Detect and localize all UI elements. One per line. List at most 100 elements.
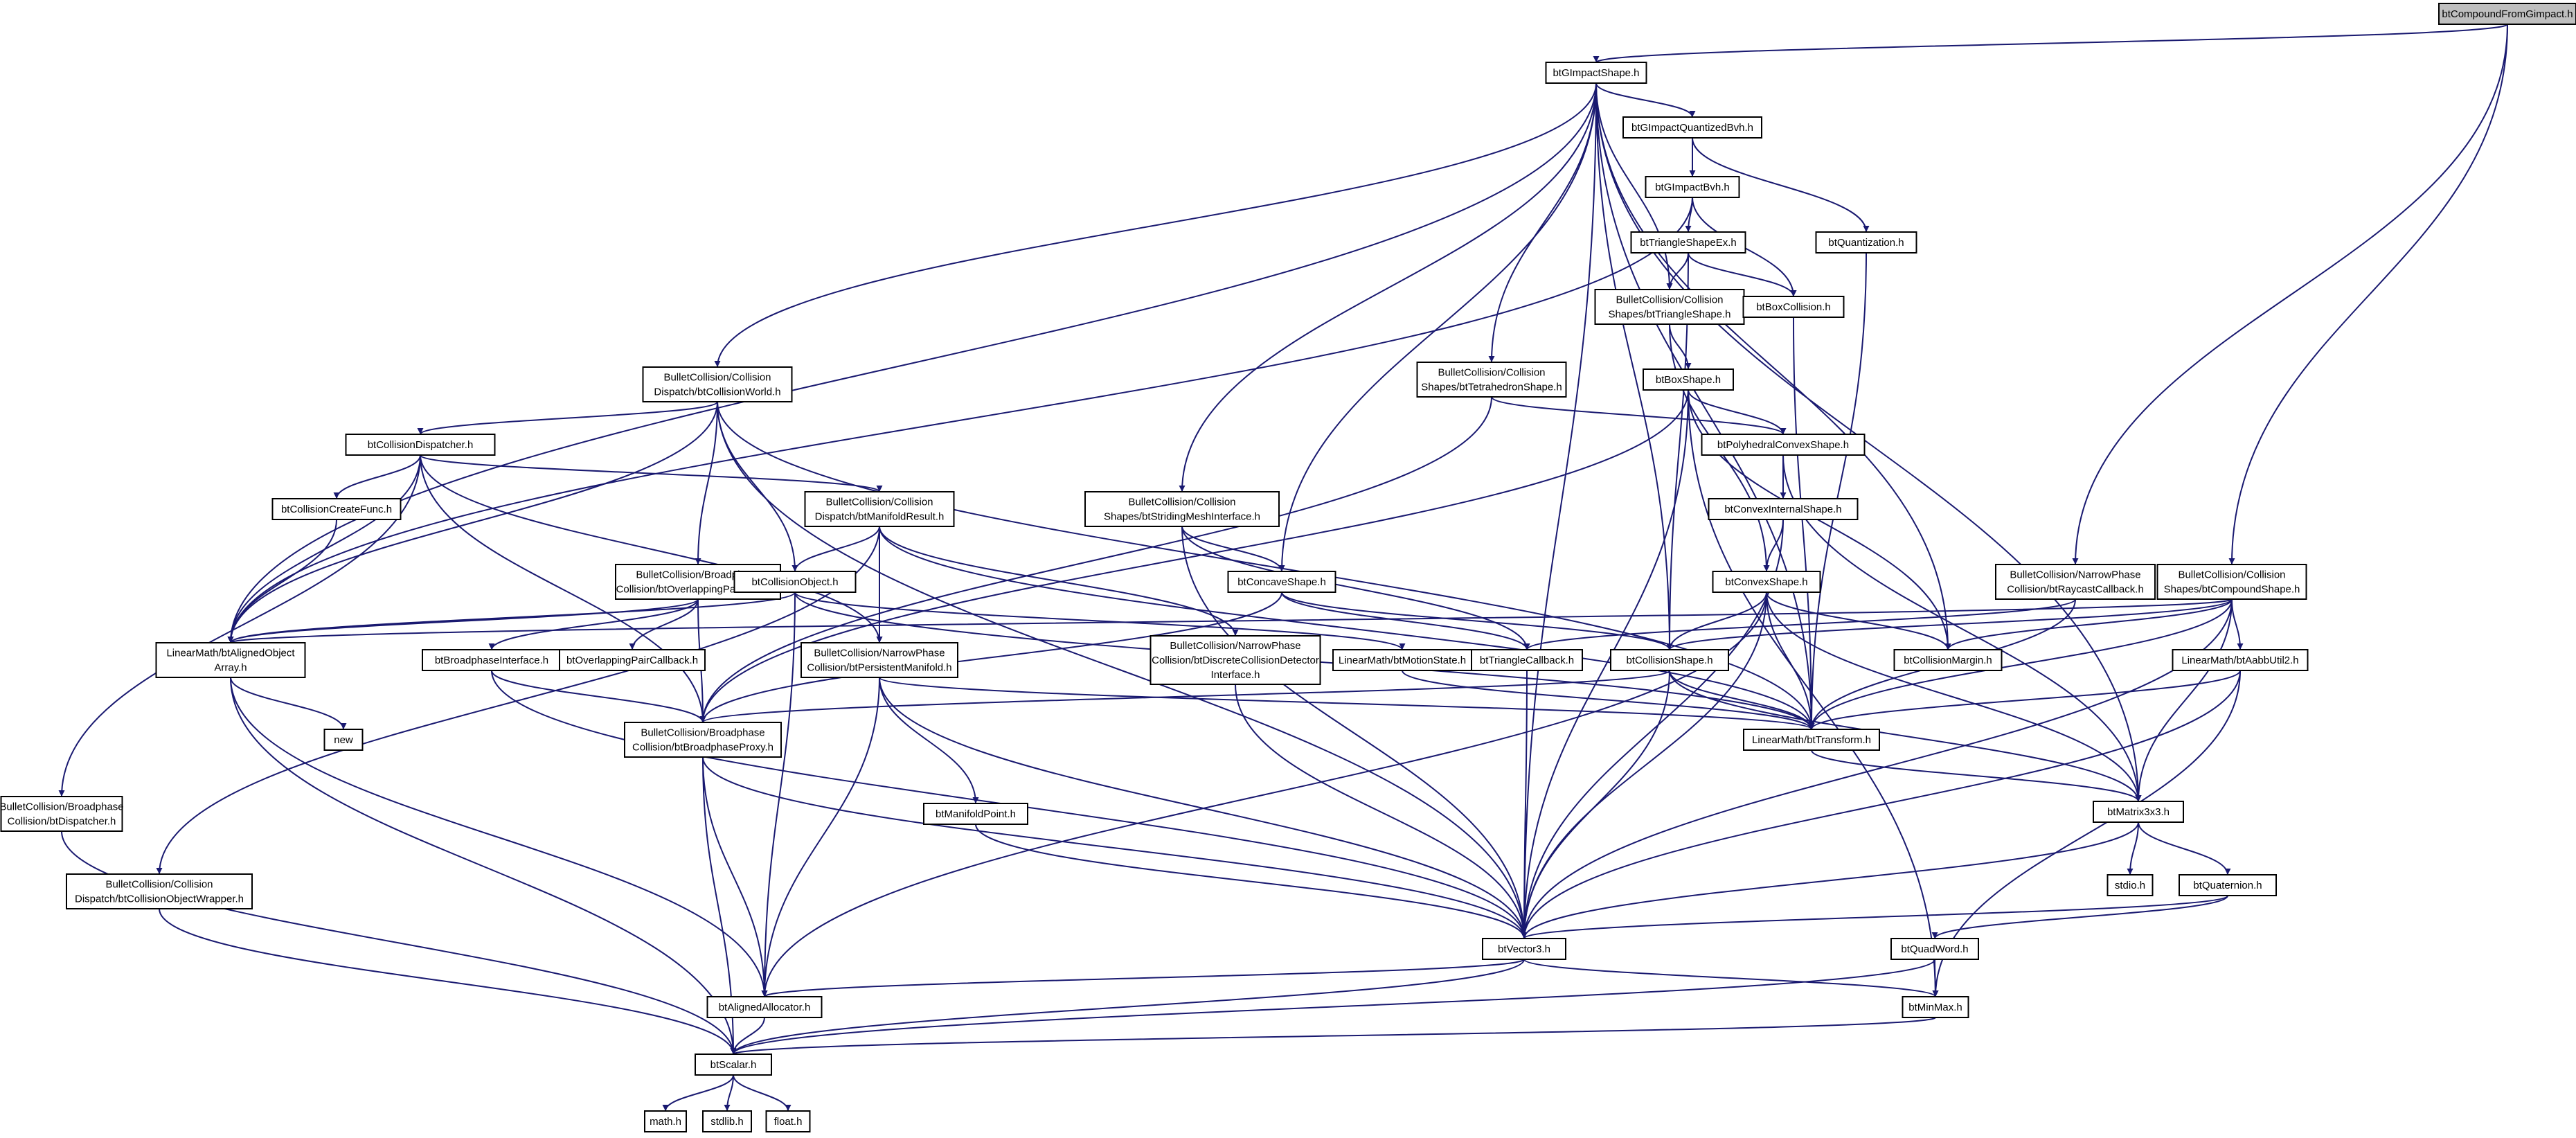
node-label: math.h bbox=[650, 1116, 681, 1128]
node-linearmath-bttransform-h[interactable]: LinearMath/btTransform.h bbox=[1743, 729, 1880, 751]
node-btconvexinternalshape-h[interactable]: btConvexInternalShape.h bbox=[1708, 498, 1859, 520]
node-btcollisiondispatcher-h[interactable]: btCollisionDispatcher.h bbox=[345, 434, 496, 456]
node-btgimpactshape-h[interactable]: btGImpactShape.h bbox=[1545, 62, 1647, 84]
edge-gimpactshape-to-alignedarray bbox=[227, 82, 1597, 643]
node-btboxcollision-h[interactable]: btBoxCollision.h bbox=[1742, 296, 1845, 318]
edge-convexshape-to-collmargin bbox=[1766, 592, 1951, 650]
edge-matrix-to-stdio bbox=[2127, 821, 2139, 875]
node-box bbox=[1815, 231, 1917, 254]
node-label: btGImpactQuantizedBvh.h bbox=[1631, 122, 1753, 134]
node-box bbox=[1712, 571, 1821, 593]
edge-alignedarray-to-alignedalloc bbox=[230, 677, 768, 997]
node-label: btVector3.h bbox=[1498, 943, 1550, 955]
edge-root-to-compoundshape bbox=[2228, 24, 2508, 565]
node-bulletcollision-collision-shapes-btcompoundshape-h[interactable]: BulletCollision/CollisionShapes/btCompou… bbox=[2156, 564, 2307, 600]
node-bulletcollision-broadphase-collision-btdispatcher-h[interactable]: BulletCollision/BroadphaseCollision/btDi… bbox=[0, 796, 124, 832]
node-btscalar-h[interactable]: btScalar.h bbox=[695, 1053, 772, 1076]
edge-convexshape-to-matrix bbox=[1766, 592, 2142, 802]
node-btpolyhedralconvexshape-h[interactable]: btPolyhedralConvexShape.h bbox=[1701, 434, 1866, 456]
edge-collworld-to-vector3 bbox=[717, 401, 1528, 939]
node-label: LinearMath/btAlignedObject bbox=[166, 648, 295, 659]
node-stdlib-h: stdlib.h bbox=[702, 1110, 752, 1132]
node-label: BulletCollision/Collision bbox=[1616, 294, 1723, 306]
edge-tricallback-to-vector3 bbox=[1521, 670, 1528, 939]
edge-collobj-to-alignedarray bbox=[227, 592, 796, 643]
edge-compoundshape-to-matrix bbox=[2135, 598, 2233, 802]
node-btgimpactquantizedbvh-h[interactable]: btGImpactQuantizedBvh.h bbox=[1622, 116, 1762, 139]
node-box bbox=[1902, 996, 1969, 1018]
edge-tetra-to-bproxy bbox=[699, 396, 1492, 723]
node-label: LinearMath/btMotionState.h bbox=[1339, 655, 1466, 666]
edge-colldisp-to-createfunc bbox=[333, 454, 421, 499]
edge-persistmf-to-vector3 bbox=[879, 677, 1528, 939]
node-btmanifoldpoint-h[interactable]: btManifoldPoint.h bbox=[923, 803, 1028, 825]
node-btcompoundfromgimpact-h[interactable]: btCompoundFromGimpact.h bbox=[2438, 3, 2576, 25]
node-label: BulletCollision/Broadphase bbox=[0, 801, 124, 813]
node-btalignedallocator-h[interactable]: btAlignedAllocator.h bbox=[706, 996, 823, 1018]
edge-root-to-gimpactshape bbox=[1593, 24, 2508, 63]
node-bttrianglecallback-h[interactable]: btTriangleCallback.h bbox=[1471, 649, 1583, 671]
edge-vector3-to-alignedalloc bbox=[761, 959, 1525, 997]
node-bulletcollision-broadphase-collision-btbroadphaseproxy-h[interactable]: BulletCollision/BroadphaseCollision/btBr… bbox=[624, 722, 782, 758]
node-btvector3-h[interactable]: btVector3.h bbox=[1482, 938, 1566, 960]
node-box bbox=[2107, 874, 2154, 896]
node-bulletcollision-narrowphase-collision-btraycastcallback-h[interactable]: BulletCollision/NarrowPhaseCollision/btR… bbox=[1995, 564, 2156, 600]
node-btquadword-h[interactable]: btQuadWord.h bbox=[1890, 938, 1979, 960]
node-bulletcollision-collision-shapes-btstridingmeshinterface-h[interactable]: BulletCollision/CollisionShapes/btStridi… bbox=[1084, 491, 1280, 527]
node-label: btBoxShape.h bbox=[1656, 374, 1721, 386]
node-label: Collision/btBroadphaseProxy.h bbox=[632, 742, 773, 754]
edge-quantization-to-transform bbox=[1808, 252, 1867, 730]
node-box bbox=[1743, 729, 1880, 751]
node-bulletcollision-narrowphase-collision-btdiscretecollisiondetector-interface-h[interactable]: BulletCollision/NarrowPhaseCollision/btD… bbox=[1150, 635, 1321, 685]
node-btminmax-h[interactable]: btMinMax.h bbox=[1902, 996, 1969, 1018]
node-label: Shapes/btCompoundShape.h bbox=[2164, 584, 2300, 596]
node-label: btMinMax.h bbox=[1908, 1002, 1962, 1013]
node-btconcaveshape-h[interactable]: btConcaveShape.h bbox=[1227, 571, 1336, 593]
node-bulletcollision-narrowphase-collision-btpersistentmanifold-h[interactable]: BulletCollision/NarrowPhaseCollision/btP… bbox=[800, 642, 958, 678]
node-label: btGImpactBvh.h bbox=[1655, 181, 1730, 193]
node-box bbox=[800, 642, 958, 678]
edge-compoundshape-to-aabbutil bbox=[2231, 598, 2244, 650]
node-btboxshape-h[interactable]: btBoxShape.h bbox=[1643, 368, 1734, 391]
node-linearmath-btaabbutil2-h[interactable]: LinearMath/btAabbUtil2.h bbox=[2172, 649, 2309, 671]
edge-concave-to-bproxy bbox=[699, 592, 1282, 723]
node-bulletcollision-collision-dispatch-btcollisionworld-h[interactable]: BulletCollision/CollisionDispatch/btColl… bbox=[642, 366, 793, 402]
edge-convexshape-to-transform bbox=[1766, 592, 1815, 730]
node-label: btConcaveShape.h bbox=[1237, 576, 1326, 588]
node-label: stdio.h bbox=[2115, 880, 2145, 891]
node-box bbox=[765, 1110, 811, 1132]
node-btquaternion-h[interactable]: btQuaternion.h bbox=[2179, 874, 2277, 896]
node-label: btTriangleCallback.h bbox=[1480, 655, 1574, 666]
edge-minmax-to-scalar bbox=[731, 1017, 1936, 1055]
node-box bbox=[1482, 938, 1566, 960]
node-label: btGImpactShape.h bbox=[1553, 67, 1639, 79]
node-btmatrix3x3-h[interactable]: btMatrix3x3.h bbox=[2093, 801, 2184, 823]
node-bulletcollision-collision-shapes-bttriangleshape-h[interactable]: BulletCollision/CollisionShapes/btTriang… bbox=[1594, 289, 1745, 325]
node-btbroadphaseinterface-h[interactable]: btBroadphaseInterface.h bbox=[422, 649, 562, 671]
node-label: btCompoundFromGimpact.h bbox=[2442, 8, 2573, 20]
edge-gimpactshape-to-matrix bbox=[1595, 82, 2142, 802]
node-box bbox=[733, 571, 857, 593]
edge-persistmf-to-alignedalloc bbox=[761, 677, 880, 997]
node-btquantization-h[interactable]: btQuantization.h bbox=[1815, 231, 1917, 254]
edge-matrix-to-vector3 bbox=[1521, 821, 2139, 939]
node-btgimpactbvh-h[interactable]: btGImpactBvh.h bbox=[1645, 176, 1740, 198]
node-btoverlappingpaircallback-h[interactable]: btOverlappingPairCallback.h bbox=[559, 649, 706, 671]
node-btcollisionobject-h[interactable]: btCollisionObject.h bbox=[733, 571, 857, 593]
edge-gimpactshape-to-collmargin bbox=[1595, 82, 1951, 650]
node-bulletcollision-collision-dispatch-btmanifoldresult-h[interactable]: BulletCollision/CollisionDispatch/btMani… bbox=[804, 491, 955, 527]
edge-aabbutil-to-vector3 bbox=[1521, 670, 2241, 939]
node-label: stdlib.h bbox=[710, 1116, 744, 1128]
node-bulletcollision-collision-dispatch-btcollisionobjectwrapper-h[interactable]: BulletCollision/CollisionDispatch/btColl… bbox=[66, 873, 253, 909]
node-btconvexshape-h[interactable]: btConvexShape.h bbox=[1712, 571, 1821, 593]
node-btcollisionshape-h[interactable]: btCollisionShape.h bbox=[1610, 649, 1729, 671]
node-btcollisionmargin-h[interactable]: btCollisionMargin.h bbox=[1893, 649, 2003, 671]
edge-convexinternal-to-vector3 bbox=[1521, 519, 1784, 939]
node-bulletcollision-collision-shapes-bttetrahedronshape-h[interactable]: BulletCollision/CollisionShapes/btTetrah… bbox=[1416, 362, 1567, 398]
node-linearmath-btmotionstate-h[interactable]: LinearMath/btMotionState.h bbox=[1332, 649, 1472, 671]
node-bttriangleshapeex-h[interactable]: btTriangleShapeEx.h bbox=[1630, 231, 1746, 254]
node-btcollisioncreatefunc-h[interactable]: btCollisionCreateFunc.h bbox=[271, 498, 402, 520]
node-label: btCollisionCreateFunc.h bbox=[281, 504, 392, 515]
edge-colldisp-to-bproxy bbox=[420, 454, 706, 723]
